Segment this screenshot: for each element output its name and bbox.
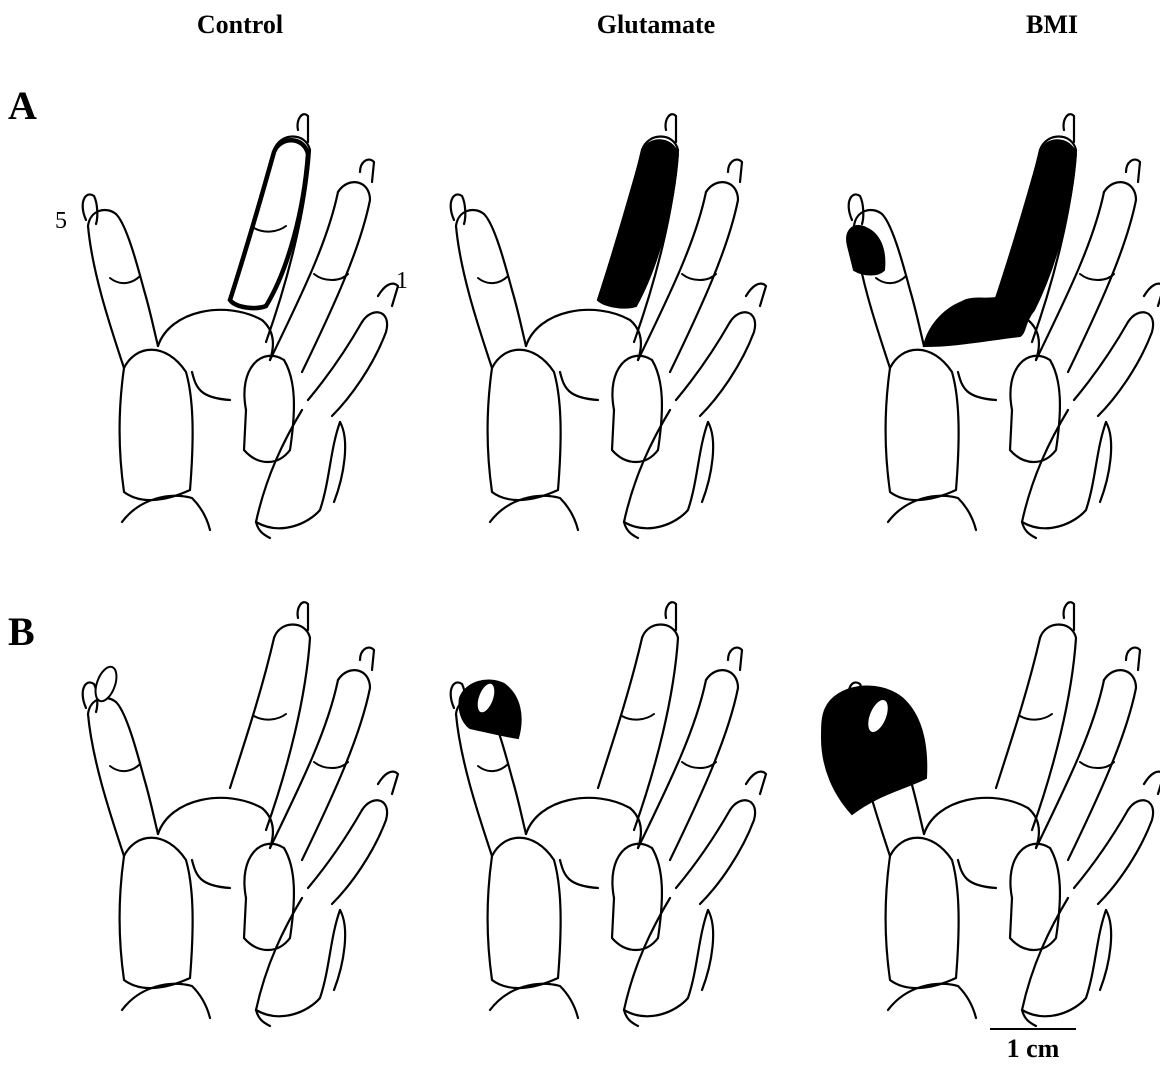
hand-diagram-b-control xyxy=(40,598,380,1038)
receptive-field-a-glutamate xyxy=(598,140,678,307)
scale-bar-label: 1 cm xyxy=(990,1034,1076,1064)
receptive-field-a-bmi-digit3-palm xyxy=(924,140,1076,346)
hand-diagram-a-glutamate xyxy=(408,110,748,550)
hand-diagram-b-glutamate xyxy=(408,598,748,1038)
column-title-bmi: BMI xyxy=(932,10,1160,40)
hand-diagram-b-bmi xyxy=(806,598,1146,1038)
column-title-control: Control xyxy=(120,10,360,40)
row-label-b: B xyxy=(8,608,35,655)
receptive-field-a-bmi-digit5 xyxy=(847,226,884,274)
scale-bar xyxy=(990,1028,1076,1030)
row-label-a: A xyxy=(8,82,37,129)
receptive-field-b-control xyxy=(91,664,120,704)
hand-diagram-a-bmi xyxy=(806,110,1146,550)
column-title-glutamate: Glutamate xyxy=(536,10,776,40)
hand-diagram-a-control xyxy=(40,110,380,550)
digit-label-1: 1 xyxy=(396,268,408,295)
